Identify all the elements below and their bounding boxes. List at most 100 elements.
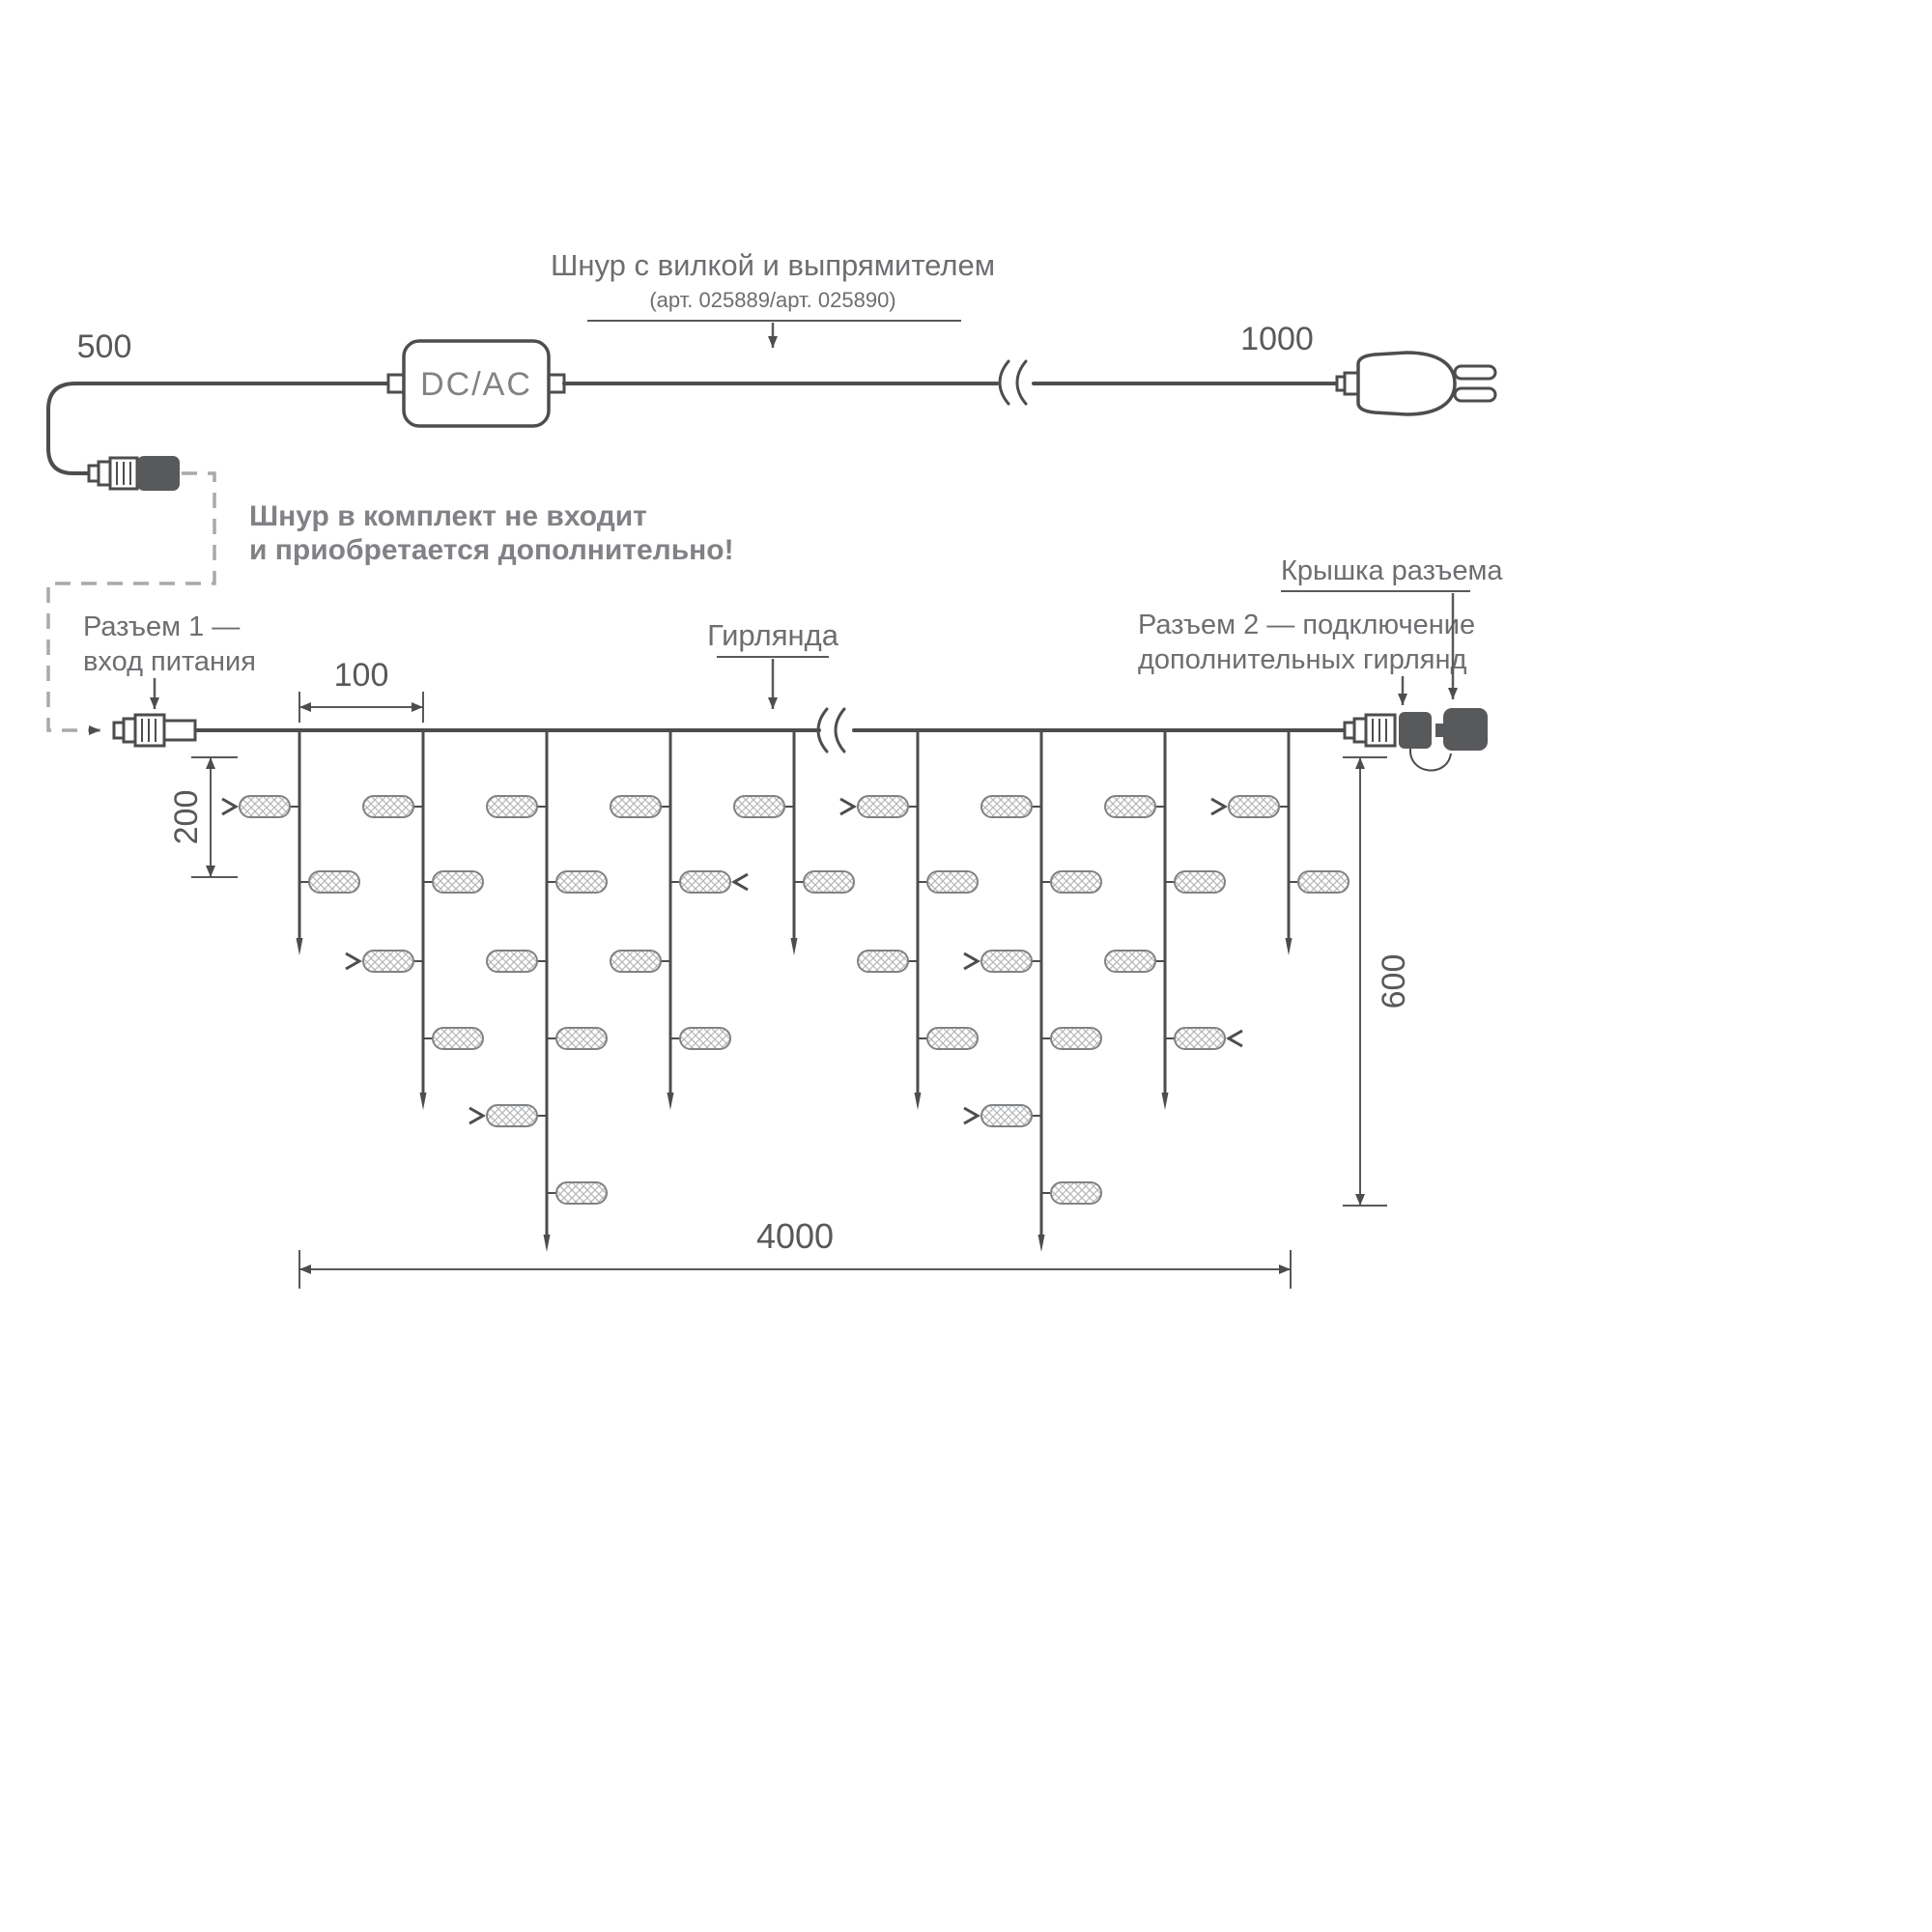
led-bulb — [679, 1027, 731, 1050]
plug-body — [1356, 351, 1457, 416]
garland-break-mark — [816, 707, 829, 753]
dim-600: 600 — [1376, 954, 1412, 1009]
led-bulb — [1297, 870, 1350, 894]
led-bulb — [486, 950, 538, 973]
led-bulb — [362, 795, 414, 818]
led-bulb — [857, 950, 909, 973]
garland-connector-2 — [1343, 708, 1488, 772]
connector-step — [122, 717, 137, 744]
direction-arrow-icon — [730, 872, 749, 892]
dim-200: 200 — [168, 790, 205, 845]
drop-tip — [419, 1093, 427, 1110]
connector-threads — [141, 719, 156, 742]
led-bulb — [1050, 870, 1102, 894]
connector-threads — [1372, 719, 1387, 742]
converter-left-nub — [386, 373, 406, 394]
connector2-label-line2: дополнительных гирлянд — [1138, 644, 1467, 675]
dim-100: 100 — [334, 657, 389, 694]
led-bulb — [362, 950, 414, 973]
connector-step — [1352, 717, 1368, 744]
connector-body — [162, 719, 197, 742]
cord-wire-left — [46, 382, 406, 475]
dashed-connection-path — [46, 471, 216, 735]
led-bulb — [803, 870, 855, 894]
connector-step — [97, 460, 112, 487]
led-bulb — [486, 1104, 538, 1127]
led-bulb — [432, 870, 484, 894]
led-bulb — [555, 870, 608, 894]
drop-tip — [1161, 1093, 1169, 1110]
direction-arrow-icon — [345, 952, 363, 971]
led-bulb — [486, 795, 538, 818]
led-bulb — [679, 870, 731, 894]
direction-arrow-icon — [963, 952, 981, 971]
garland-drops-layer — [221, 728, 1350, 1252]
led-bulb — [555, 1027, 608, 1050]
led-bulb — [1228, 795, 1280, 818]
dim-500: 500 — [77, 328, 132, 365]
cord-title: Шнур с вилкой и выпрямителем — [551, 248, 995, 282]
led-bulb — [926, 1027, 979, 1050]
led-bulb — [980, 795, 1033, 818]
led-bulb — [1174, 870, 1226, 894]
cap-tether — [1408, 748, 1452, 772]
connector-threads — [116, 462, 131, 485]
converter-right-nub — [547, 373, 566, 394]
drop-tip — [1037, 1235, 1045, 1252]
drop-tip — [667, 1093, 674, 1110]
led-bulb — [610, 950, 662, 973]
direction-arrow-icon — [1225, 1029, 1243, 1048]
direction-arrow-icon — [839, 797, 858, 816]
direction-arrow-icon — [469, 1106, 487, 1125]
drop-tip — [914, 1093, 922, 1110]
led-bulb — [610, 795, 662, 818]
led-bulb — [857, 795, 909, 818]
garland-label: Гирлянда — [707, 618, 839, 652]
led-bulb — [733, 795, 785, 818]
led-bulb — [1174, 1027, 1226, 1050]
plug-prong — [1453, 386, 1497, 403]
drop-tip — [543, 1235, 551, 1252]
cord-break-mark — [1015, 359, 1028, 406]
led-bulb — [926, 870, 979, 894]
note-line2: и приобретается дополнительно! — [249, 534, 734, 566]
connector-dark-cap — [137, 456, 180, 491]
power-cord-connector — [87, 456, 180, 491]
connector-cap — [1443, 708, 1488, 751]
mains-plug — [1335, 351, 1497, 416]
connector2-label-line1: Разъем 2 — подключение — [1138, 610, 1475, 640]
cap-label: Крышка разъема — [1281, 555, 1503, 586]
direction-arrow-icon — [221, 797, 240, 816]
dim-1000: 1000 — [1240, 321, 1314, 357]
cap-stem — [1435, 724, 1445, 737]
garland-break-mark — [834, 707, 846, 753]
led-bulb — [432, 1027, 484, 1050]
cord-subtitle: (арт. 025889/арт. 025890) — [649, 288, 895, 312]
drop-tip — [790, 938, 798, 955]
connector1-label-line1: Разъем 1 — — [83, 611, 240, 642]
plug-step — [1343, 371, 1360, 396]
led-bulb — [308, 870, 360, 894]
note-line1: Шнур в комплект не входит — [249, 500, 647, 532]
led-bulb — [980, 950, 1033, 973]
direction-arrow-icon — [963, 1106, 981, 1125]
led-bulb — [239, 795, 291, 818]
dc-ac-converter: DC/AC — [386, 339, 566, 428]
connector1-label-line2: вход питания — [83, 646, 256, 677]
led-bulb — [1050, 1027, 1102, 1050]
converter-body — [402, 339, 551, 428]
direction-arrow-icon — [1210, 797, 1229, 816]
connector-dark-end — [1399, 712, 1432, 749]
led-bulb — [555, 1181, 608, 1205]
drop-tip — [1285, 938, 1293, 955]
garland-connector-1 — [112, 713, 197, 748]
cord-break-mark — [998, 359, 1010, 406]
drop-tip — [296, 938, 303, 955]
converter-label: DC/AC — [420, 366, 532, 403]
dim-4000: 4000 — [756, 1216, 834, 1256]
led-bulb — [1104, 950, 1156, 973]
plug-prong — [1453, 364, 1497, 381]
led-bulb — [1050, 1181, 1102, 1205]
